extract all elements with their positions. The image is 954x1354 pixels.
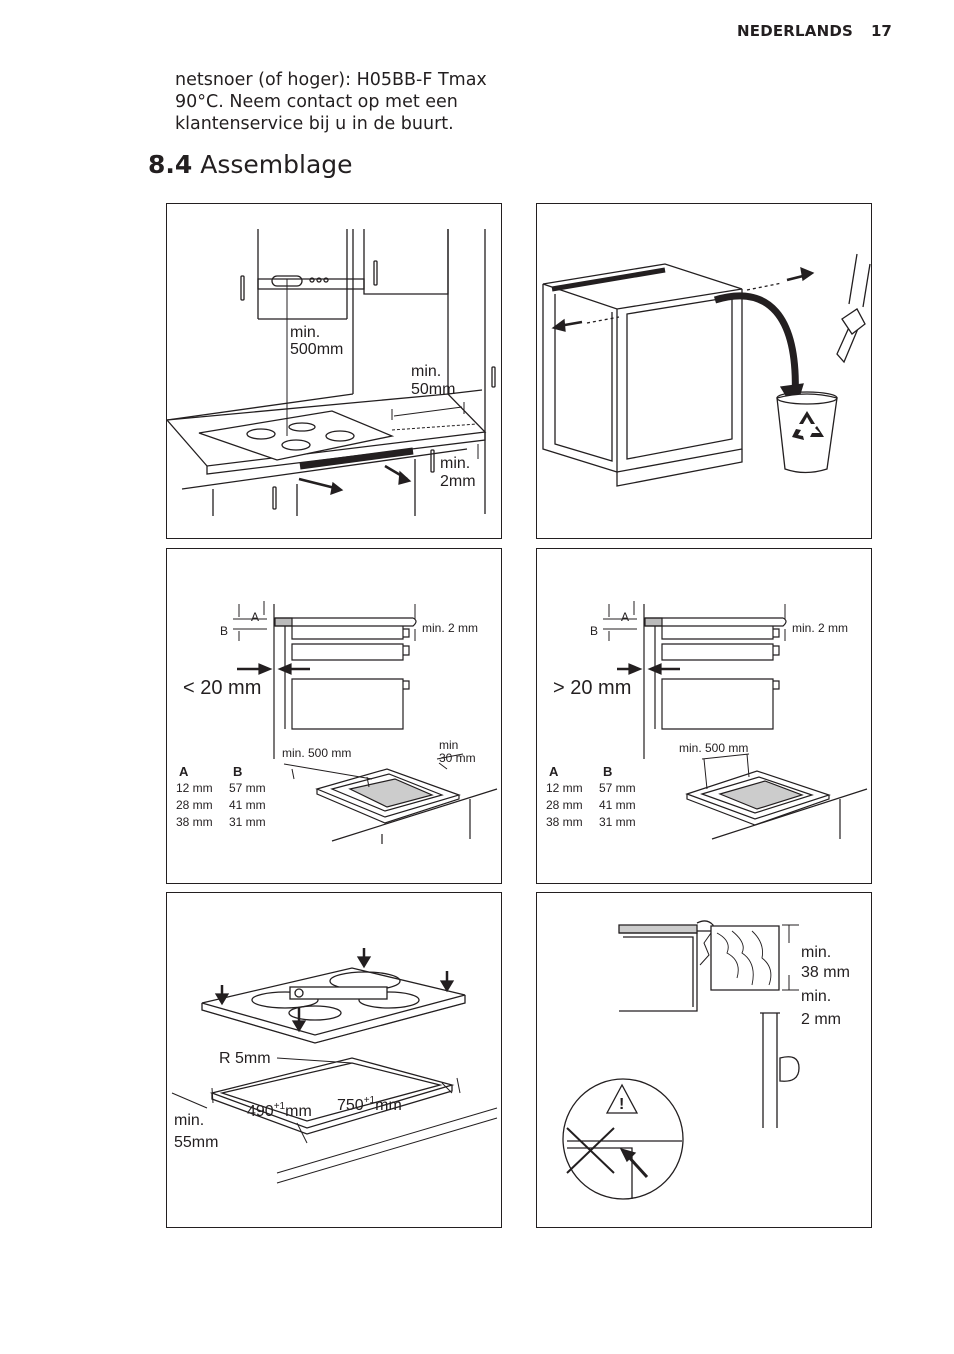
table-cell: 41 mm (599, 798, 636, 812)
figure-gap-over-20: A B min. 2 mm > 20 mm min. 500 mm A B 12… (536, 548, 872, 884)
table-cell: 57 mm (599, 781, 636, 795)
dim-490-unit: mm (285, 1103, 312, 1120)
label-min-2mm: min. 2 mm (422, 621, 478, 635)
section-number: 8.4 (148, 150, 193, 179)
label-min-2-a: min. (440, 455, 470, 472)
label-min-30-a: min (439, 738, 458, 752)
intro-line: netsnoer (of hoger): H05BB-F Tmax (175, 70, 487, 90)
label-min-500mm: min. 500 mm (282, 746, 351, 760)
figure-gap-under-20: A B min. 2 mm < 20 mm min. 500 mm min 30… (166, 548, 502, 884)
intro-paragraph: netsnoer (of hoger): H05BB-F Tmax 90°C. … (175, 69, 505, 135)
dim-490-value: 490 (247, 1103, 274, 1120)
table-cell: 31 mm (599, 815, 636, 829)
table-cell: 12 mm (176, 781, 213, 795)
header-language: NEDERLANDS (737, 22, 854, 40)
table-cell: 38 mm (176, 815, 213, 829)
label-min-55-a: min. (174, 1112, 204, 1129)
page-number: 17 (871, 22, 892, 40)
label-a: A (251, 610, 259, 624)
dim-750-value: 750 (337, 1097, 364, 1114)
dim-750-unit: mm (375, 1097, 402, 1114)
label-min-55-b: 55mm (174, 1134, 218, 1151)
table-header-a: A (549, 764, 559, 779)
label-min-500mm: min. 500 mm (679, 741, 748, 755)
label-min-30-b: 30 mm (439, 751, 476, 765)
label-gap-over-20: > 20 mm (553, 677, 631, 699)
table-header-a: A (179, 764, 189, 779)
label-min-500-a: min. (290, 324, 320, 341)
svg-text:!: ! (619, 1096, 624, 1113)
figure-remove-rail (536, 203, 872, 539)
figure-cutout-dimensions: R 5mm 490+1mm 750+1mm min. 55mm (166, 892, 502, 1228)
figure-worktop-thickness: ! min. 38 mm min. 2 mm (536, 892, 872, 1228)
intro-line: 90°C. Neem contact op met een (175, 92, 458, 112)
table-header-b: B (603, 764, 612, 779)
label-min-2mm: min. 2 mm (792, 621, 848, 635)
table-cell: 31 mm (229, 815, 266, 829)
figure-clearances: min. 500mm min. 50mm min. 2mm (166, 203, 502, 539)
table-cell: 28 mm (546, 798, 583, 812)
table-cell: 12 mm (546, 781, 583, 795)
intro-line: klantenservice bij u in de buurt. (175, 114, 454, 134)
label-min-500-b: 500mm (290, 341, 343, 358)
label-min-2-b: 2mm (440, 473, 476, 490)
dim-490-tolerance: +1 (274, 1101, 286, 1112)
label-min-38-a: min. (801, 944, 831, 961)
section-heading: 8.4 Assemblage (148, 150, 353, 179)
label-min-50-a: min. (411, 363, 441, 380)
label-min-2-b: 2 mm (801, 1011, 841, 1028)
label-a: A (621, 610, 629, 624)
label-width-490: 490+1mm (247, 1101, 312, 1120)
label-width-750: 750+1mm (337, 1095, 402, 1114)
dim-750-tolerance: +1 (364, 1095, 376, 1106)
recycle-icon (792, 411, 824, 440)
label-b: B (590, 624, 598, 638)
label-min-38-b: 38 mm (801, 964, 850, 981)
label-min-50-b: 50mm (411, 381, 455, 398)
table-cell: 28 mm (176, 798, 213, 812)
section-title: Assemblage (200, 150, 353, 179)
label-b: B (220, 624, 228, 638)
label-radius: R 5mm (219, 1050, 271, 1067)
table-cell: 57 mm (229, 781, 266, 795)
table-cell: 38 mm (546, 815, 583, 829)
label-min-2-a: min. (801, 988, 831, 1005)
table-header-b: B (233, 764, 242, 779)
label-gap-under-20: < 20 mm (183, 677, 261, 699)
warning-triangle-icon (605, 1083, 639, 1114)
table-cell: 41 mm (229, 798, 266, 812)
